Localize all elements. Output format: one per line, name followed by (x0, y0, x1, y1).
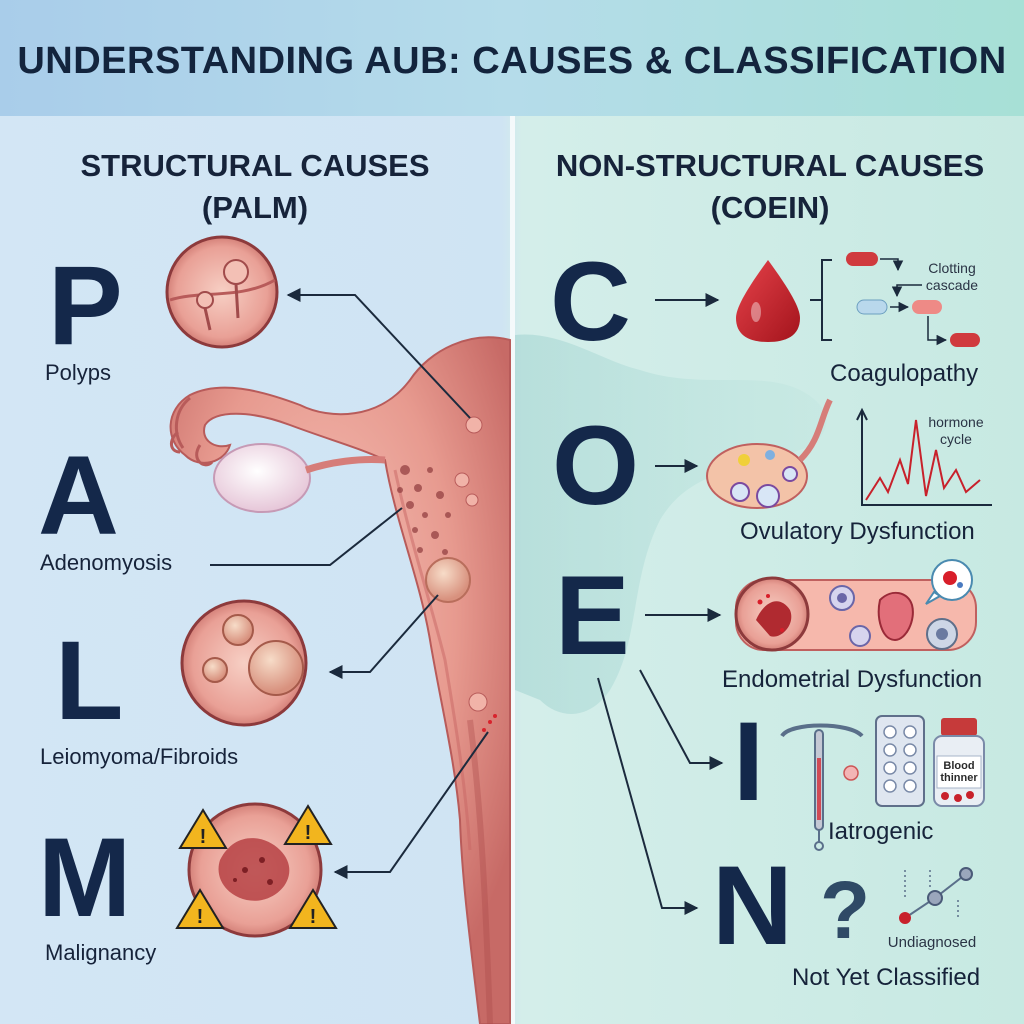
coein-arrows (597, 293, 724, 915)
fibroid-zoom-circle (180, 599, 308, 727)
label-malignancy: Malignancy (45, 940, 157, 965)
palm-leader-lines (210, 288, 489, 879)
svg-text:!: ! (310, 906, 317, 928)
structural-heading-line1: STRUCTURAL CAUSES (80, 148, 430, 183)
label-ovulatory-dysfunction: Ovulatory Dysfunction (740, 518, 975, 545)
iud-icon (780, 723, 864, 851)
clotting-cascade-diagram (810, 252, 980, 347)
letter-m: M (38, 815, 132, 940)
ghost-uterus-shape (515, 334, 827, 714)
ovary-icon (706, 398, 833, 509)
label-endometrial-dysfunction: Endometrial Dysfunction (722, 666, 983, 693)
blood-thinner-label: Blood thinner (940, 760, 978, 784)
letter-c: C (550, 239, 631, 364)
pill-pack-icon (875, 715, 925, 807)
page-title: UNDERSTANDING AUB: CAUSES & CLASSIFICATI… (17, 40, 1007, 82)
letter-l: L (55, 618, 124, 743)
header-band (0, 0, 1024, 116)
structural-heading: STRUCTURAL CAUSES (PALM) (40, 145, 470, 229)
hormone-cycle-label: hormone cycle (928, 414, 984, 447)
medicine-bottle-icon (933, 718, 985, 807)
label-not-yet-classified: Not Yet Classified (792, 964, 981, 991)
letter-o: O (552, 403, 640, 528)
letter-i: I (733, 699, 765, 824)
label-adenomyosis: Adenomyosis (40, 550, 173, 575)
svg-text:!: ! (197, 906, 204, 928)
label-leiomyoma: Leiomyoma/Fibroids (40, 744, 239, 769)
hormone-cycle-chart (856, 407, 992, 506)
structural-heading-line2: (PALM) (201, 190, 309, 225)
non-structural-heading-line1: NON-STRUCTURAL CAUSES (555, 148, 985, 183)
non-structural-heading: NON-STRUCTURAL CAUSES (COEIN) (540, 145, 1000, 229)
blood-drop-icon (736, 260, 800, 342)
non-structural-heading-line2: (COEIN) (710, 190, 830, 225)
letter-e: E (555, 553, 630, 678)
uterus-illustration (169, 336, 511, 1024)
svg-text:!: ! (200, 826, 207, 848)
undiagnosed-label: Undiagnosed (887, 934, 977, 951)
center-divider (510, 116, 515, 1024)
question-mark-icon: ? (820, 865, 871, 956)
malignancy-zoom-circle (187, 802, 323, 938)
label-iatrogenic: Iatrogenic (828, 818, 934, 845)
polyp-zoom-circle (165, 235, 279, 349)
letter-a: A (38, 433, 119, 558)
letter-p: P (48, 243, 123, 368)
warning-icon: ! ! ! ! (175, 804, 338, 929)
letter-n: N (712, 843, 793, 968)
endometrium-illustration (734, 559, 977, 652)
svg-text:!: ! (305, 822, 312, 844)
label-polyps: Polyps (45, 360, 112, 385)
clotting-cascade-label: Clotting cascade (925, 260, 979, 293)
label-coagulopathy: Coagulopathy (830, 360, 979, 387)
undiagnosed-network-icon (899, 867, 973, 924)
